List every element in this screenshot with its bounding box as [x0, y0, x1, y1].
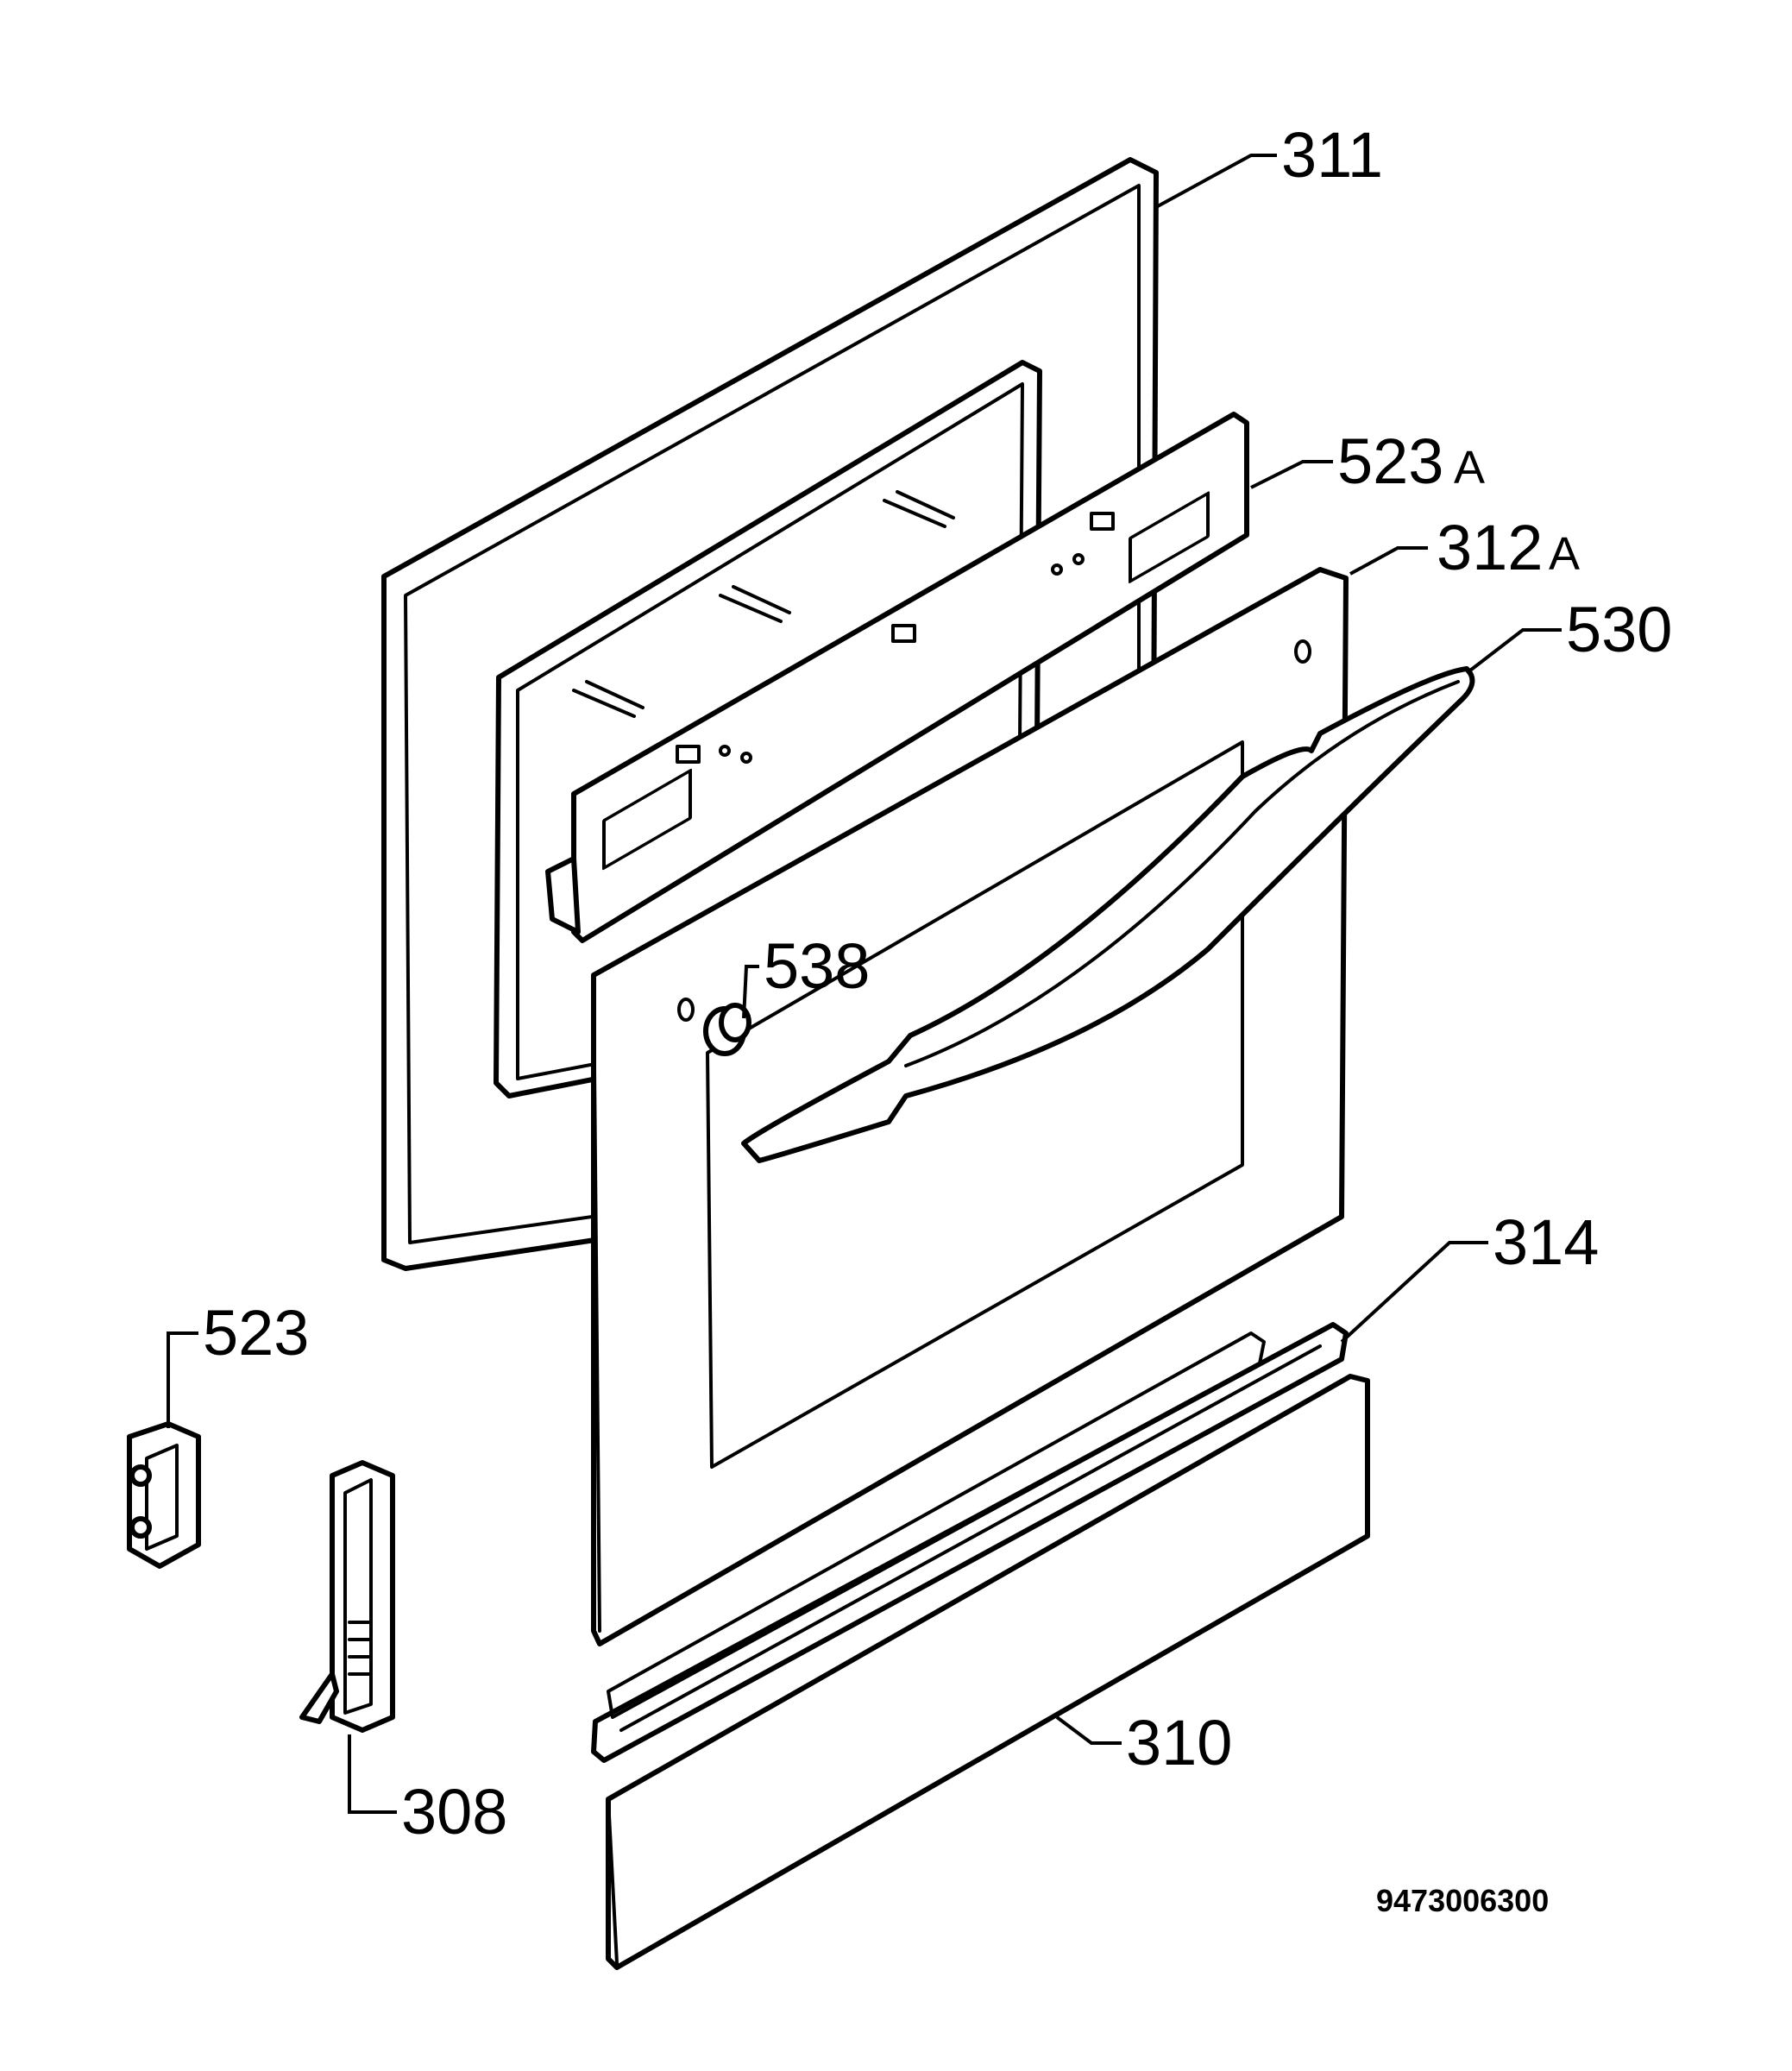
bottom-trim-310: [606, 1374, 1370, 1970]
label-308: 308: [401, 1776, 507, 1848]
top-bracket-523a: [545, 412, 1249, 943]
diagram-reference-number: 9473006300: [1376, 1883, 1549, 1918]
label-523a: 523 A: [1337, 425, 1485, 497]
label-523a-suffix: A: [1454, 442, 1485, 494]
label-523: 523: [203, 1297, 309, 1369]
label-530: 530: [1566, 594, 1672, 665]
label-523a-number: 523: [1337, 425, 1443, 497]
door-handle-530: [741, 666, 1475, 1163]
label-538: 538: [764, 930, 870, 1002]
hinge-308: [299, 1460, 395, 1733]
hinge-clip-523: [127, 1421, 201, 1569]
label-312a-suffix: A: [1549, 528, 1580, 580]
bottom-rail-314: [591, 1322, 1349, 1763]
label-311: 311: [1281, 119, 1383, 191]
front-glass-panel-312a: [591, 567, 1349, 1646]
label-312a-number: 312: [1437, 512, 1543, 583]
pin-538: [703, 1003, 751, 1056]
label-312a: 312 A: [1437, 512, 1580, 583]
label-310: 310: [1126, 1707, 1232, 1778]
leader-lines: [167, 154, 1562, 1814]
label-314: 314: [1493, 1206, 1599, 1278]
